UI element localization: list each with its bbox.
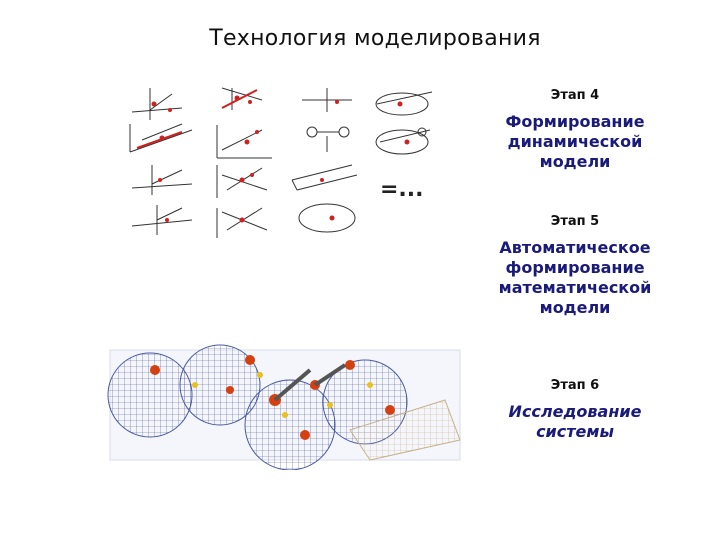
equals-ellipsis: =... [380,177,424,202]
stage-6-text: Исследование системы [508,402,642,441]
stage-4-label: Этап 4 [550,88,600,103]
stage-5-text: Автоматическое формирование математическ… [498,238,652,317]
stage-6-label: Этап 6 [550,378,600,393]
stage-5-label: Этап 5 [550,214,600,229]
mesh-model-render [100,330,470,470]
stage-4-text: Формирование динамической модели [505,112,645,171]
slide-title: Технология моделирования [209,26,541,51]
mechanism-diagrams: =... [122,80,452,240]
